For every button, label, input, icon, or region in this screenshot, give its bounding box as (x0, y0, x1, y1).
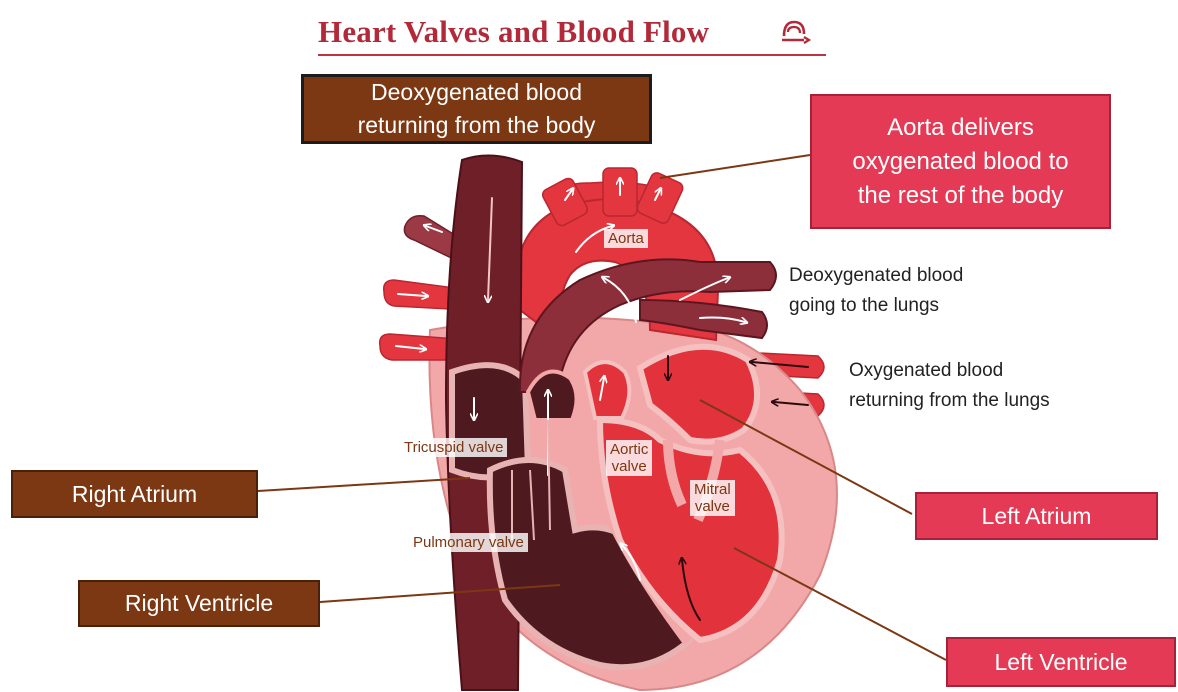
callout-left-ventricle: Left Ventricle (946, 637, 1176, 687)
callout-line: Aorta delivers (887, 111, 1034, 145)
label-line: valve (610, 458, 648, 475)
label-pulmonary-valve: Pulmonary valve (409, 533, 528, 552)
callout-line: returning from the body (358, 109, 596, 142)
callout-line: the rest of the body (858, 179, 1063, 213)
callout-left-atrium: Left Atrium (915, 492, 1158, 540)
title-block: Heart Valves and Blood Flow (318, 8, 838, 56)
text-line: going to the lungs (789, 291, 963, 321)
callout-line: Deoxygenated blood (371, 76, 582, 109)
callout-aorta-delivers: Aorta delivers oxygenated blood to the r… (810, 94, 1111, 229)
text-from-lungs: Oxygenated blood returning from the lung… (849, 356, 1050, 416)
blood-flow-cycle-icon (774, 10, 814, 50)
label-line: Mitral (694, 481, 731, 498)
label-aorta: Aorta (604, 229, 648, 248)
text-line: returning from the lungs (849, 386, 1050, 416)
label-line: valve (694, 498, 731, 515)
label-tricuspid-valve: Tricuspid valve (400, 438, 507, 457)
text-line: Deoxygenated blood (789, 261, 963, 291)
callout-line: oxygenated blood to (852, 145, 1068, 179)
text-to-lungs: Deoxygenated blood going to the lungs (789, 261, 963, 321)
callout-right-ventricle: Right Ventricle (78, 580, 320, 627)
page-title: Heart Valves and Blood Flow (318, 14, 709, 50)
callout-right-atrium: Right Atrium (11, 470, 258, 518)
callout-deoxygenated-from-body: Deoxygenated blood returning from the bo… (301, 74, 652, 144)
label-line: Aortic (610, 441, 648, 458)
label-aortic-valve: Aortic valve (606, 440, 652, 476)
text-line: Oxygenated blood (849, 356, 1050, 386)
title-underline (318, 54, 826, 56)
label-mitral-valve: Mitral valve (690, 480, 735, 516)
